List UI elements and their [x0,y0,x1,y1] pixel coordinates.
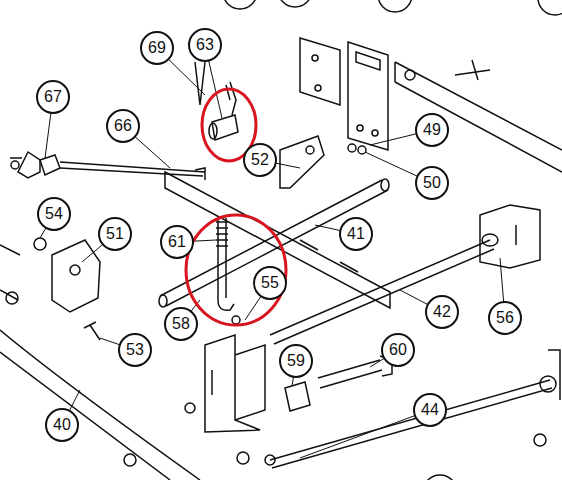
callout-number: 58 [164,307,198,341]
callout-number: 54 [37,197,71,231]
callout-text: 53 [126,342,144,358]
callout-text: 56 [496,310,514,326]
callout-number: 52 [243,143,277,177]
callout-number: 55 [253,266,287,300]
callout-number: 69 [140,31,174,65]
callout-number: 44 [413,393,447,427]
callout-number: 67 [36,80,70,114]
callout-text: 69 [148,40,166,56]
callout-number: 66 [106,109,140,143]
callout-text: 40 [53,417,71,433]
callout-number: 53 [118,333,152,367]
callout-text: 59 [287,353,305,369]
callout-text: 61 [168,234,186,250]
callout-text: 44 [421,402,439,418]
callout-number: 50 [415,166,449,200]
callout-text: 52 [251,152,269,168]
callout-number: 61 [160,225,194,259]
callout-text: 58 [172,316,190,332]
callout-text: 54 [45,206,63,222]
callout-text: 55 [261,275,279,291]
callout-number: 51 [98,217,132,251]
callout-text: 41 [347,226,365,242]
callout-number: 59 [279,344,313,378]
callout-number: 49 [415,113,449,147]
callout-text: 66 [114,118,132,134]
callout-number: 40 [45,408,79,442]
callout-text: 60 [389,342,407,358]
callout-number: 60 [381,333,415,367]
callout-number: 63 [188,28,222,62]
callout-text: 42 [433,304,451,320]
callout-text: 67 [44,89,62,105]
callout-text: 51 [106,226,124,242]
callout-number: 42 [425,295,459,329]
callout-text: 63 [196,37,214,53]
callout-number: 41 [339,217,373,251]
callout-text: 49 [423,122,441,138]
callout-text: 50 [423,175,441,191]
callout-number: 56 [488,301,522,335]
